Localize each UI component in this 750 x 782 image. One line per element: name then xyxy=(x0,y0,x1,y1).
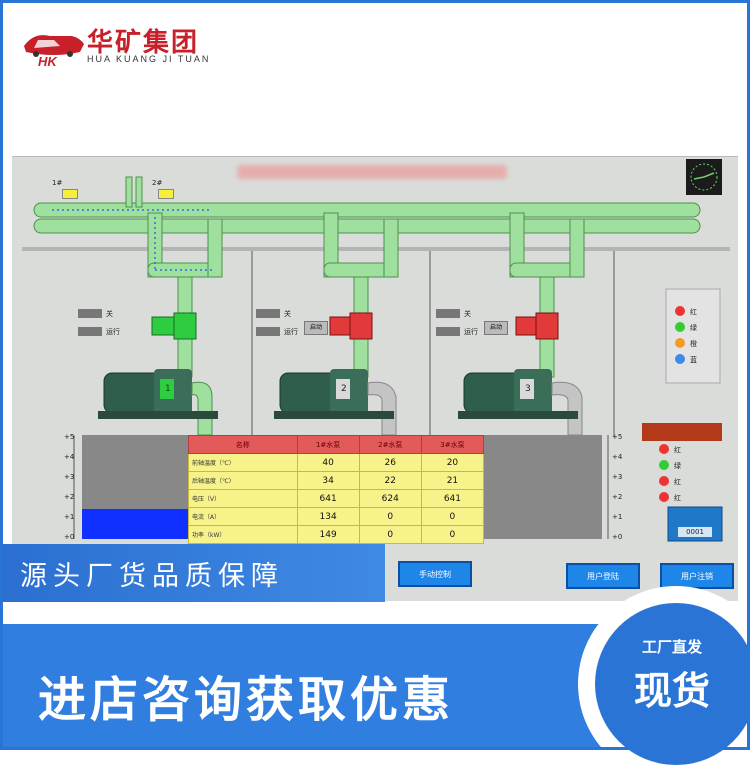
user-login-button[interactable]: 用户登陆 xyxy=(566,563,640,589)
pump-3-start-button[interactable]: 启动 xyxy=(484,321,508,335)
manual-control-button[interactable]: 手动控制 xyxy=(398,561,472,587)
brand-mark: HK xyxy=(38,54,57,69)
table-header: 名称 xyxy=(188,435,298,454)
brand-name-cn: 华矿集团 xyxy=(87,28,200,58)
table-row: 后轴温度（℃） 34 22 21 xyxy=(188,471,485,490)
pump-2-start-button[interactable]: 启动 xyxy=(304,321,328,335)
user-id-display: 0001 xyxy=(678,527,712,537)
table-row: 电流（A） 134 0 0 xyxy=(188,507,485,526)
brand-name-en: HUA KUANG JI TUAN xyxy=(87,54,211,64)
table-row: 电压（V） 641 624 641 xyxy=(188,489,485,508)
pump-2-motor xyxy=(274,369,397,436)
table-header: 2#水泵 xyxy=(358,435,422,454)
pump-number-3: 3 xyxy=(525,384,531,394)
inlet-value-2 xyxy=(158,189,174,199)
pump-data-table: 名称 1#水泵 2#水泵 3#水泵 前轴温度（℃） 40 26 20 后轴温度（… xyxy=(188,435,485,544)
scada-screen: 1# 2# 关 运行 关 运行 启动 关 运行 启动 1 2 3 +5 +4 +… xyxy=(12,156,738,601)
inlet-label-2: 2# xyxy=(152,179,163,187)
pump-number-2: 2 xyxy=(341,384,347,394)
pump-3-motor xyxy=(458,369,583,436)
inlet-label-1: 1# xyxy=(52,179,63,187)
promo-banner-quality: 源头厂货品质保障 xyxy=(0,544,385,602)
promo-banner-consult: 进店咨询获取优惠 xyxy=(38,672,455,728)
table-header: 1#水泵 xyxy=(296,435,360,454)
promo-badge-big-text: 现货 xyxy=(633,669,710,713)
table-row: 功率（kW） 149 0 0 xyxy=(188,525,485,544)
promo-badge xyxy=(595,603,750,765)
pump-1-motor xyxy=(98,369,218,436)
screen-title-blurred xyxy=(237,165,507,179)
pipe-diagram xyxy=(22,159,730,542)
inlet-value-1 xyxy=(62,189,78,199)
pump-number-1: 1 xyxy=(165,384,171,394)
table-row: 前轴温度（℃） 40 26 20 xyxy=(188,453,485,472)
promo-badge-small-text: 工厂直发 xyxy=(641,638,702,656)
company-logo-icon xyxy=(24,35,84,57)
table-header: 3#水泵 xyxy=(420,435,485,454)
